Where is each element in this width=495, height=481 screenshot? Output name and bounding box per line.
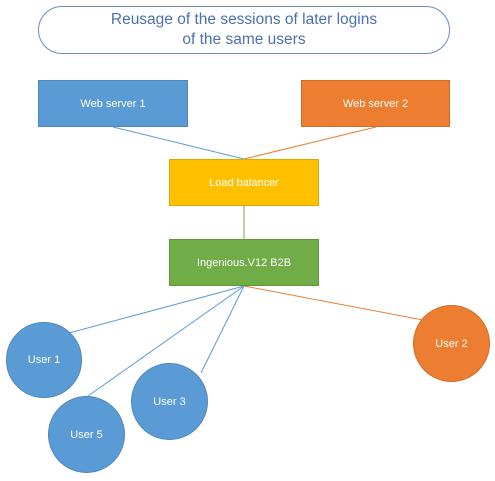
web-server-2-label: Web server 2 [342,97,409,110]
connector-ingenious-user1 [68,285,245,334]
user-1-label: User 1 [27,354,61,366]
user-3-node: User 3 [131,363,208,440]
load-balancer-node: Load balancer [169,159,319,206]
connector-ingenious-user2 [243,285,424,321]
connector-ingenious-user5 [87,285,245,397]
web-server-1-node: Web server 1 [38,80,188,127]
user-5-node: User 5 [48,396,125,473]
user-2-label: User 2 [435,337,468,350]
diagram-title-box: Reusage of the sessions of later logins … [38,6,450,54]
web-server-1-label: Web server 1 [80,97,146,110]
ingenious-label: Ingenious.V12 B2B [196,256,292,269]
user-5-label: User 5 [70,428,103,441]
load-balancer-label: Load balancer [209,176,279,189]
user-2-node: User 2 [413,305,490,382]
diagram-title: Reusage of the sessions of later logins … [110,11,378,48]
connector-ingenious-user3 [200,285,245,374]
connector-web2-loadbalancer [243,126,377,160]
connector-web1-loadbalancer [112,126,245,160]
user-3-label: User 3 [153,395,186,408]
ingenious-node: Ingenious.V12 B2B [169,239,319,286]
user-1-node: User 1 [6,322,82,398]
web-server-2-node: Web server 2 [301,80,450,127]
